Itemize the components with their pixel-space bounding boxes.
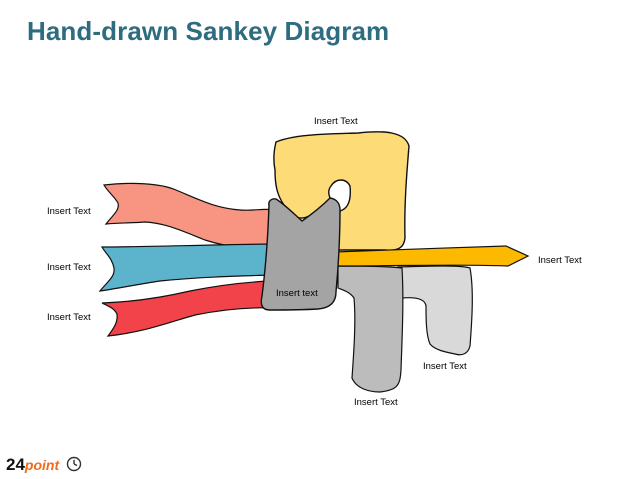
logo-number: 24 (6, 455, 25, 474)
clock-icon (66, 456, 82, 472)
flow-red (102, 281, 272, 336)
label-center: Insert text (276, 288, 318, 299)
label-left-2: Insert Text (47, 262, 91, 273)
flow-salmon (104, 183, 272, 247)
label-top: Insert Text (314, 116, 358, 127)
label-bottom-right: Insert Text (423, 361, 467, 372)
brand-logo: 24point (6, 455, 82, 475)
label-bottom: Insert Text (354, 397, 398, 408)
flow-mid-gray (338, 266, 403, 392)
label-right: Insert Text (538, 255, 582, 266)
label-left-1: Insert Text (47, 206, 91, 217)
logo-word: point (25, 457, 59, 473)
label-left-3: Insert Text (47, 312, 91, 323)
flow-light-gray (398, 266, 472, 355)
